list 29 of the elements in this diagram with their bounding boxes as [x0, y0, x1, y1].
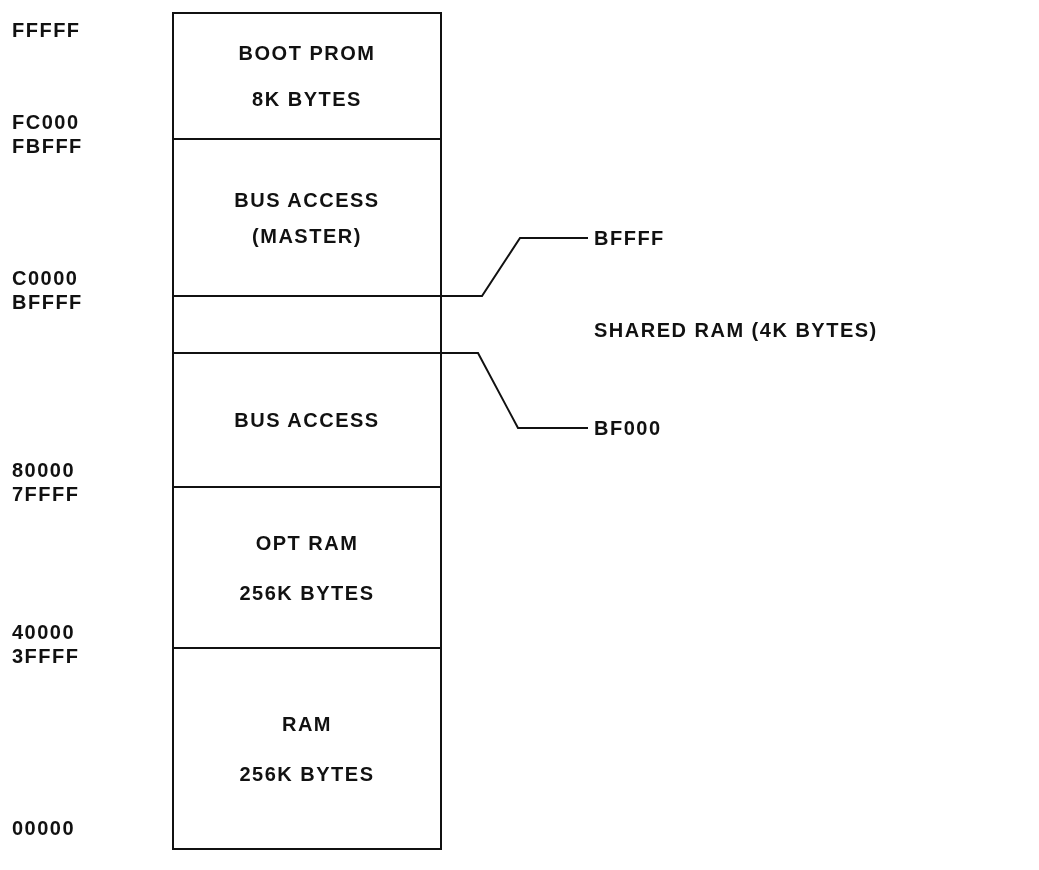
- segment-label: 8K BYTES: [252, 87, 362, 112]
- segment-label: RAM: [281, 711, 332, 737]
- address-label: SHARED RAM (4K BYTES): [594, 318, 878, 342]
- segment-label: BUS ACCESS: [234, 408, 380, 433]
- segment-label: BOOT PROM: [238, 41, 376, 66]
- address-label: BFFFF: [12, 290, 83, 314]
- segment-label: 256K BYTES: [239, 761, 375, 787]
- memory-segment: [172, 486, 442, 649]
- address-label: 80000: [12, 458, 76, 482]
- memory-segment: [172, 138, 442, 297]
- address-label: BFFFF: [594, 226, 665, 251]
- leader-line: [441, 237, 589, 297]
- address-label: 3FFFF: [12, 644, 80, 668]
- segment-label: BUS ACCESS (MASTER): [233, 187, 381, 249]
- memory-segment: [172, 295, 442, 354]
- memory-segment: [172, 12, 442, 140]
- address-label: FFFFF: [12, 18, 81, 42]
- segment-label: 256K BYTES: [239, 580, 375, 606]
- address-label: 40000: [12, 620, 76, 644]
- address-label: C0000: [12, 266, 79, 290]
- memory-segment: [172, 647, 442, 850]
- memory-segment: [172, 352, 442, 488]
- address-label: 7FFFF: [12, 482, 80, 506]
- segment-label: OPT RAM: [255, 530, 359, 556]
- address-label: 00000: [12, 816, 76, 840]
- leader-line: [441, 352, 589, 429]
- address-label: FC000: [12, 110, 80, 134]
- address-label: BF000: [594, 416, 662, 441]
- address-label: FBFFF: [12, 134, 83, 158]
